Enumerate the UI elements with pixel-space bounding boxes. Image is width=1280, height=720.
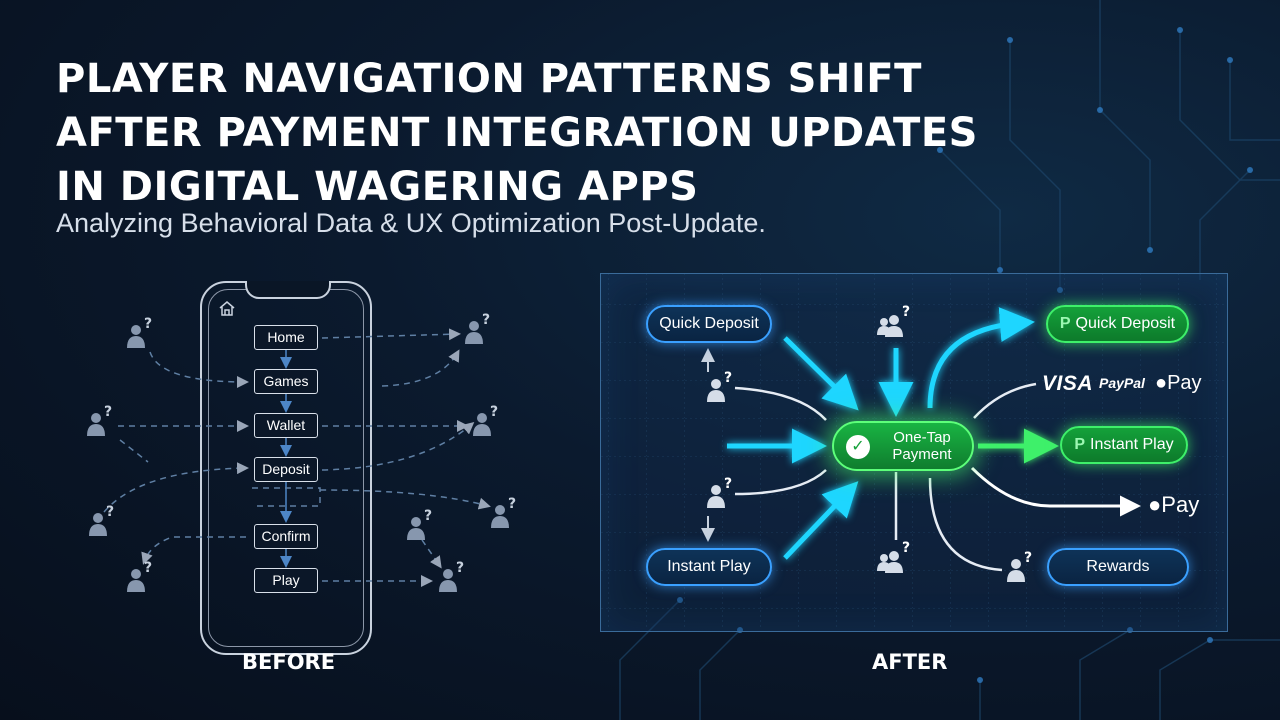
apple-pay-logo-2: ●Pay — [1148, 492, 1199, 518]
user-question-icon: ? — [127, 560, 152, 592]
svg-text:?: ? — [724, 370, 732, 386]
svg-text:?: ? — [104, 404, 112, 420]
one-tap-payment-label: One-Tap Payment — [892, 429, 952, 463]
title-line-1: PLAYER NAVIGATION PATTERNS SHIFT — [56, 56, 922, 102]
node-one-tap-payment: ✓ One-Tap Payment — [832, 421, 974, 471]
before-caption: BEFORE — [242, 650, 336, 674]
users-question-icon: ? — [877, 540, 910, 573]
after-caption: AFTER — [872, 650, 948, 674]
user-question-icon: ? — [707, 370, 732, 402]
step-deposit: Deposit — [254, 457, 318, 482]
paypal-p-icon: P — [1059, 315, 1071, 332]
paypal-logo: PayPal — [1099, 375, 1145, 391]
step-home: Home — [254, 325, 318, 350]
user-question-icon: ? — [127, 316, 152, 348]
step-wallet: Wallet — [254, 413, 318, 438]
apple-icon: ● — [1148, 492, 1162, 517]
svg-text:?: ? — [456, 560, 464, 576]
page-title: PLAYER NAVIGATION PATTERNS SHIFT AFTER P… — [56, 52, 978, 214]
svg-text:?: ? — [424, 508, 432, 524]
user-question-icon: ? — [473, 404, 498, 436]
user-question-icon: ? — [1007, 550, 1032, 582]
title-line-2: AFTER PAYMENT INTEGRATION UPDATES — [56, 110, 978, 156]
user-question-icon: ? — [87, 404, 112, 436]
user-question-icon: ? — [89, 504, 114, 536]
user-question-icons-before: ? ? ? ? ? ? ? ? ? — [87, 312, 516, 592]
node-rewards: Rewards — [1047, 548, 1189, 586]
svg-text:?: ? — [106, 504, 114, 520]
user-question-icon: ? — [465, 312, 490, 344]
user-question-icon: ? — [407, 508, 432, 540]
page-subtitle: Analyzing Behavioral Data & UX Optimizat… — [56, 208, 766, 238]
user-question-icon: ? — [491, 496, 516, 528]
home-icon — [219, 301, 235, 316]
svg-text:?: ? — [902, 304, 910, 320]
svg-text:?: ? — [144, 560, 152, 576]
svg-text:?: ? — [724, 476, 732, 492]
step-confirm: Confirm — [254, 524, 318, 549]
svg-text:?: ? — [902, 540, 910, 556]
svg-text:?: ? — [508, 496, 516, 512]
svg-text:?: ? — [1024, 550, 1032, 566]
users-question-icon: ? — [877, 304, 910, 337]
apple-pay-label: Pay — [1167, 372, 1202, 394]
phone-notch — [245, 281, 331, 299]
svg-text:?: ? — [490, 404, 498, 420]
apple-pay-label-2: Pay — [1161, 492, 1200, 517]
apple-icon: ● — [1155, 372, 1168, 394]
check-icon: ✓ — [846, 435, 870, 459]
node-instant-play-out-label: Instant Play — [1090, 436, 1174, 453]
svg-text:?: ? — [144, 316, 152, 332]
user-question-icon: ? — [439, 560, 464, 592]
apple-pay-logo: ●Pay — [1155, 372, 1202, 395]
visa-logo: VISA — [1042, 372, 1094, 395]
node-quick-deposit-out-label: Quick Deposit — [1075, 315, 1176, 332]
node-quick-deposit-in: Quick Deposit — [646, 305, 772, 343]
user-question-icon: ? — [707, 476, 732, 508]
step-games: Games — [254, 369, 318, 394]
paypal-p-icon: P — [1074, 436, 1086, 453]
step-play: Play — [254, 568, 318, 593]
svg-text:?: ? — [482, 312, 490, 328]
node-instant-play-in: Instant Play — [646, 548, 772, 586]
phone-frame — [200, 281, 372, 655]
title-line-3: IN DIGITAL WAGERING APPS — [56, 164, 699, 210]
